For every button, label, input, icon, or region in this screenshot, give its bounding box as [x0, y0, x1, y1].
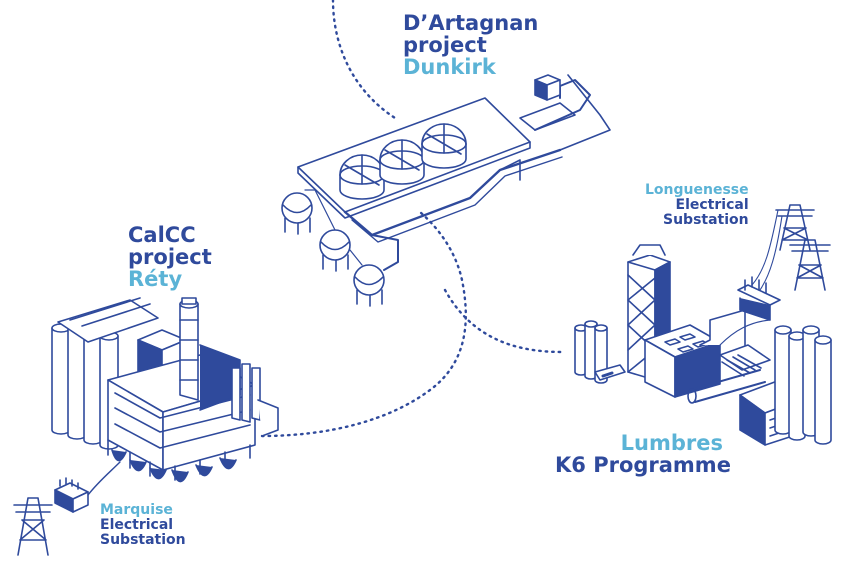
label-lumbres: Lumbres K6 Programme [555, 431, 731, 478]
label-calcc-line2: project [128, 245, 212, 270]
rety-cement-plant [51, 297, 279, 483]
marquise-substation [13, 461, 121, 556]
dotted-path-top [331, 0, 397, 120]
dunkirk-control-building [534, 74, 561, 101]
label-calcc-location: Réty [128, 267, 183, 292]
label-dartagnan-location: Dunkirk [403, 55, 496, 80]
lumbres-main-building [644, 324, 721, 398]
sphere-tank-3 [353, 264, 385, 307]
dunkirk-terminal [281, 74, 611, 307]
label-lumbres-line1: Lumbres [620, 431, 723, 455]
lumbres-left-silos [574, 320, 608, 384]
label-lumbres-line2: K6 Programme [555, 453, 731, 478]
label-calcc-line1: CalCC [128, 223, 196, 247]
label-longuenesse-line1: Longuenesse [645, 182, 749, 198]
longuenesse-pylons [751, 204, 831, 291]
label-marquise-line3: Substation [100, 532, 186, 549]
marquise-transformer [54, 477, 89, 513]
storage-tank-2 [379, 139, 425, 185]
label-dartagnan-line1: D’Artagnan [403, 11, 539, 35]
sphere-feed-pipe [371, 234, 399, 271]
sphere-tank-1 [281, 192, 313, 235]
marquise-pylon [13, 497, 53, 556]
dotted-path-calcc-dunkirk [260, 210, 467, 438]
lumbres-kiln [689, 369, 766, 403]
label-longuenesse: Longuenesse Electrical Substation [645, 182, 749, 229]
pylon-1 [775, 204, 815, 251]
label-dartagnan: D’Artagnan project Dunkirk [403, 12, 538, 78]
main-chimney [179, 297, 199, 401]
storage-tank-3 [421, 123, 467, 169]
label-longuenesse-line2: Electrical [675, 197, 749, 214]
side-stacks [231, 363, 261, 423]
storage-tank-1 [339, 154, 385, 200]
lumbres-right-silos [774, 325, 832, 445]
lumbres-cement-plant [574, 244, 832, 446]
pylon-2 [789, 239, 831, 291]
label-marquise-line2: Electrical [100, 517, 174, 534]
dotted-path-dunkirk-lumbres [443, 288, 564, 354]
label-marquise-line1: Marquise [100, 502, 173, 518]
dotted-connection-paths [260, 0, 564, 438]
conveyor-belt [57, 299, 159, 343]
label-calcc: CalCC project Réty [128, 224, 212, 290]
label-dartagnan-line2: project [403, 33, 487, 58]
sphere-tank-2 [319, 229, 351, 272]
label-longuenesse-line3: Substation [663, 212, 749, 229]
label-marquise: Marquise Electrical Substation [100, 502, 186, 549]
lumbres-transformer [739, 297, 771, 321]
hopper-row [111, 449, 237, 483]
